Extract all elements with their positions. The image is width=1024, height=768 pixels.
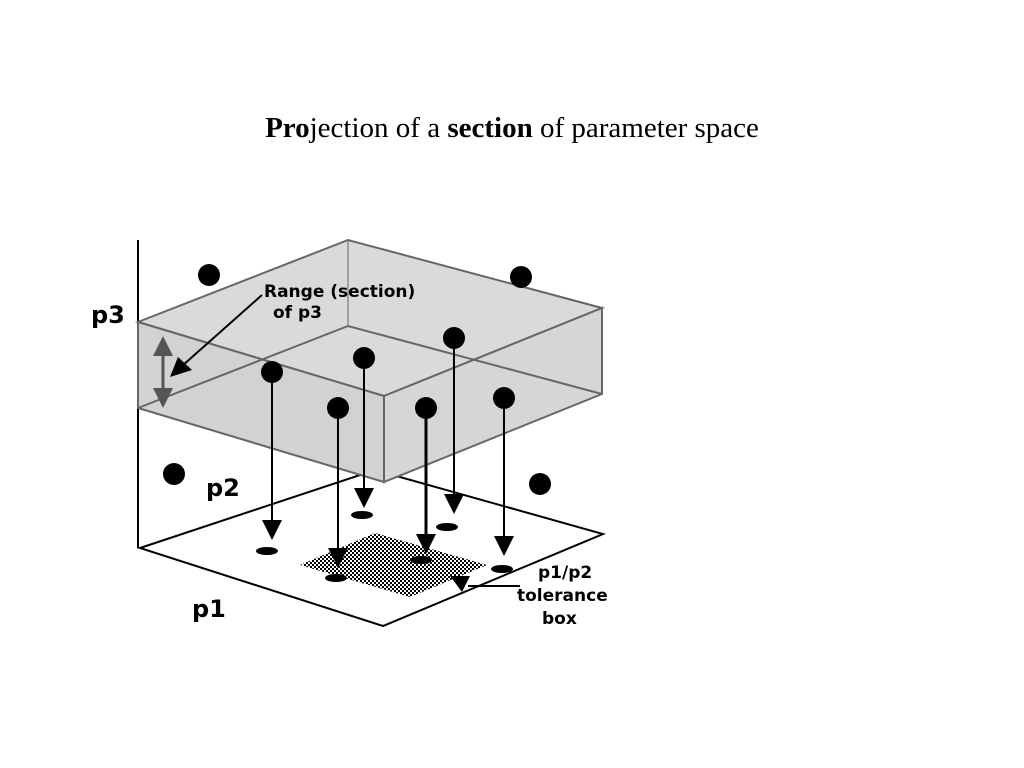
title-part-section: section [447, 112, 533, 144]
tolerance-label-line1: p1/p2 [538, 563, 592, 583]
range-label-line1: Range (section) [264, 282, 415, 302]
title-part-pro: Pro [265, 112, 310, 144]
slide-title: Projection of a section of parameter spa… [0, 112, 1024, 145]
axis-label-p2: p2 [206, 474, 240, 502]
projected-point-1 [256, 361, 283, 555]
projected-point-5 [436, 327, 465, 531]
tolerance-label-line3: box [542, 609, 577, 629]
axis-label-p1: p1 [192, 595, 226, 623]
data-point [510, 266, 532, 288]
title-part-jection: jection of a [309, 112, 448, 144]
range-pointer-arrow [170, 294, 263, 377]
data-point [529, 473, 551, 495]
projected-point-3 [351, 347, 375, 519]
projected-point-4 [410, 397, 437, 564]
data-point [198, 264, 220, 286]
projected-point-2 [325, 397, 349, 582]
tolerance-label-line2: tolerance [517, 586, 608, 606]
range-double-arrow [153, 336, 173, 408]
data-point [163, 463, 185, 485]
projected-point-6 [491, 387, 515, 573]
tolerance-pointer-arrow [450, 576, 520, 592]
title-part-rest: of parameter space [532, 112, 759, 144]
range-label-line2: of p3 [273, 303, 322, 323]
axis-label-p3: p3 [91, 301, 125, 329]
